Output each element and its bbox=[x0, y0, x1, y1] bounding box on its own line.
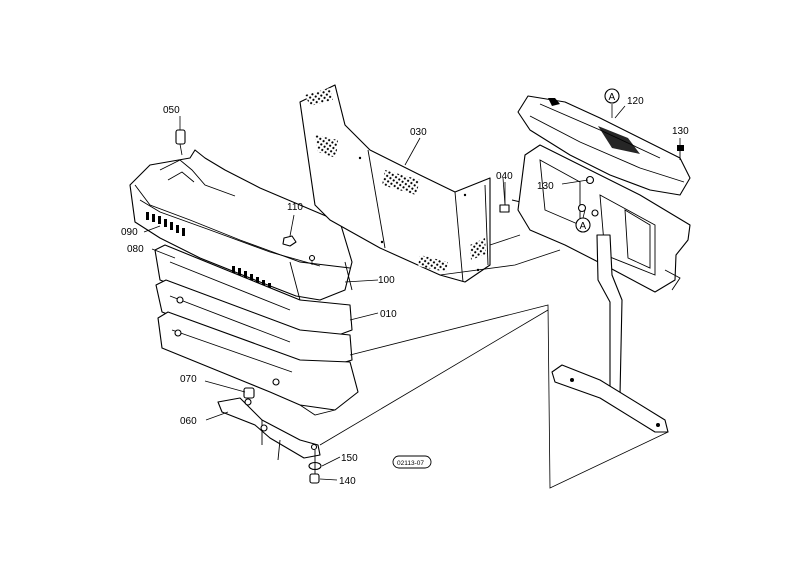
part-140-bolt bbox=[309, 450, 320, 484]
label-070: 070 bbox=[180, 374, 197, 385]
label-030: 030 bbox=[410, 127, 427, 138]
part-060-bracket bbox=[217, 397, 321, 461]
grille-slots-left bbox=[146, 212, 185, 236]
label-120: 120 bbox=[627, 96, 644, 107]
part-050-bushing bbox=[175, 129, 186, 156]
assembly-guide-lines bbox=[319, 234, 669, 489]
label-040: 040 bbox=[496, 171, 513, 182]
label-130-bracket: 130 bbox=[537, 181, 554, 192]
label-110: 110 bbox=[287, 202, 303, 213]
label-050: 050 bbox=[163, 105, 180, 116]
svg-text:A: A bbox=[609, 92, 616, 103]
label-080: 080 bbox=[127, 244, 144, 255]
svg-text:02113-07: 02113-07 bbox=[397, 460, 424, 467]
label-090: 090 bbox=[121, 227, 138, 238]
part-070-bolt bbox=[243, 387, 255, 399]
headlight-bracket bbox=[517, 95, 691, 433]
callout-a-top: A bbox=[604, 88, 620, 104]
label-130-top: 130 bbox=[672, 126, 689, 137]
label-150: 150 bbox=[341, 453, 358, 464]
part-110-nut bbox=[282, 235, 316, 265]
part-130-bolt-top bbox=[677, 145, 684, 160]
label-060: 060 bbox=[180, 416, 197, 427]
leader-lines bbox=[143, 104, 681, 481]
drawing-code-tag: 02113-07 bbox=[392, 455, 432, 469]
callout-a-bottom: A bbox=[575, 217, 591, 233]
front-grille bbox=[129, 149, 359, 416]
label-010: 010 bbox=[380, 309, 397, 320]
svg-text:A: A bbox=[580, 221, 587, 232]
baffle-panel bbox=[299, 84, 491, 283]
label-100: 100 bbox=[378, 275, 395, 286]
label-140: 140 bbox=[339, 476, 356, 487]
part-130-bolt-bracket bbox=[577, 175, 599, 217]
part-number-labels: 050 090 080 110 030 040 100 010 120 130 … bbox=[121, 96, 689, 487]
